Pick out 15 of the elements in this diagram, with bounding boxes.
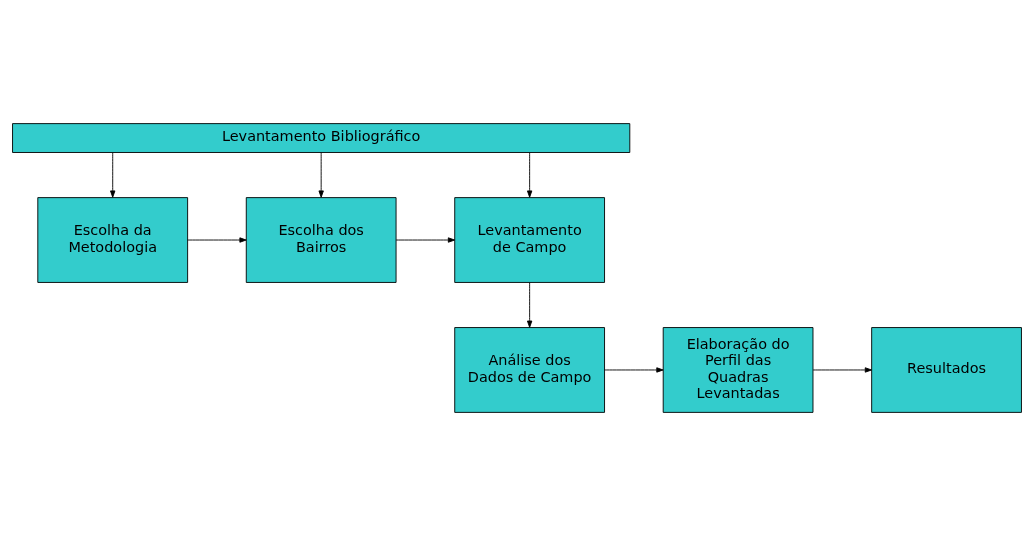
arrow (526, 152, 533, 198)
node-box: Elaboração do Perfil das Quadras Levantadas (662, 327, 814, 413)
node-box: Levantamento Bibliográfico (12, 123, 631, 153)
arrow (526, 282, 533, 328)
node-box: Levantamento de Campo (454, 197, 605, 283)
node-box: Análise dos Dados de Campo (454, 327, 605, 413)
arrow (812, 367, 872, 373)
node-box: Escolha da Metodologia (37, 197, 189, 283)
node-box: Escolha dos Bairros (245, 197, 397, 283)
arrow (604, 367, 664, 373)
arrow (395, 237, 456, 243)
arrow (187, 237, 247, 243)
arrow (318, 152, 324, 198)
arrow (110, 152, 116, 198)
node-box: Resultados (871, 327, 1022, 413)
